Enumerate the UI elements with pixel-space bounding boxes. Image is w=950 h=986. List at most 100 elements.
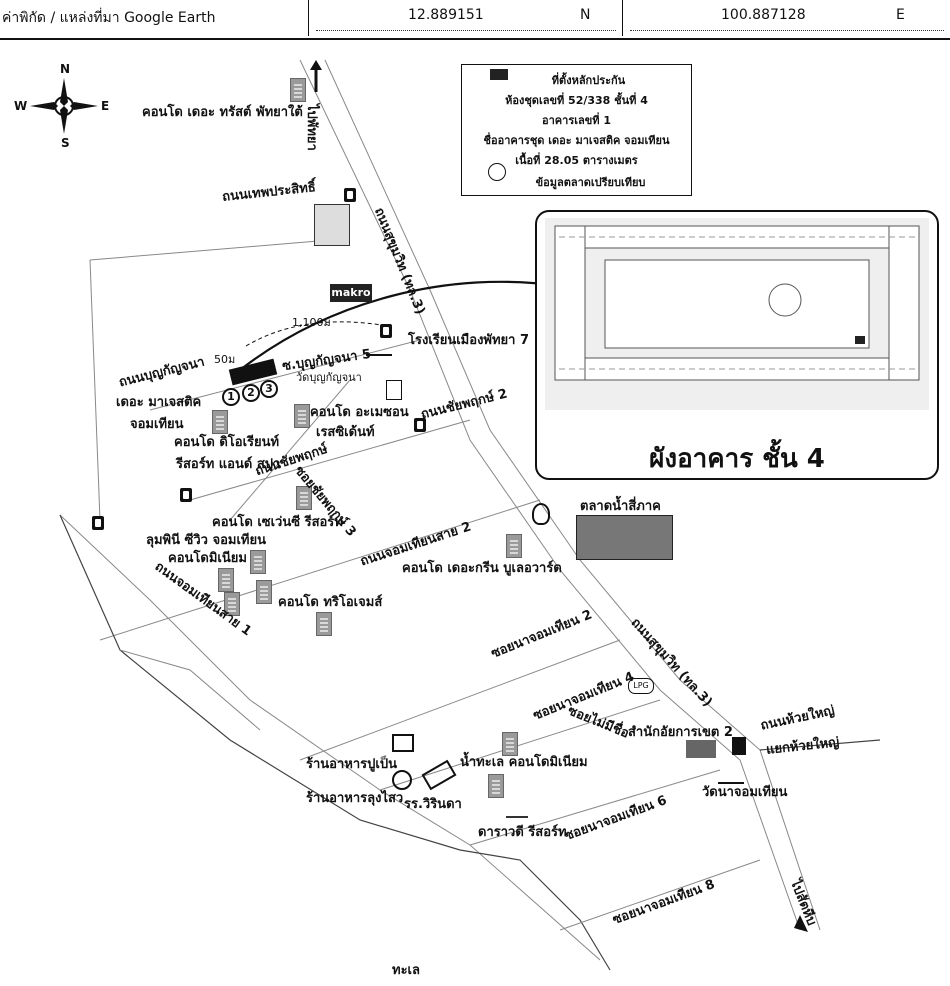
legend-line-5: เนื้อที่ 28.05 ตารางเมตร bbox=[515, 154, 638, 167]
latitude-value: 12.889151 bbox=[408, 7, 484, 23]
boonkanjana-road bbox=[149, 339, 421, 411]
marker-1: 1 bbox=[222, 388, 240, 406]
namthale-building-icon-2 bbox=[488, 774, 504, 798]
restaurant-icon bbox=[392, 734, 414, 752]
dara-resort-icon bbox=[506, 804, 528, 818]
latitude-cell: 12.889151 N bbox=[310, 0, 623, 36]
label-namthale: น้ำทะเล คอนโดมิเนียม bbox=[460, 755, 588, 770]
compass-west: W bbox=[14, 99, 28, 113]
floor-plan-drawing bbox=[545, 218, 929, 410]
coordinate-header: ค่าพิกัด / แหล่งที่มา Google Earth 12.88… bbox=[0, 0, 950, 40]
longitude-value: 100.887128 bbox=[721, 7, 806, 23]
marker-3: 3 bbox=[260, 380, 278, 398]
condo-trust-building-icon bbox=[290, 78, 306, 102]
compass-north: N bbox=[60, 62, 71, 76]
marker-2: 2 bbox=[242, 384, 260, 402]
label-condo-trust: คอนโด เดอะ ทรัสต์ พัทยาใต้ bbox=[142, 105, 303, 120]
latitude-dotted-line bbox=[316, 30, 616, 31]
compass-icon bbox=[30, 78, 98, 134]
road-sign-icon-5 bbox=[92, 516, 104, 530]
label-dist-50: 50ม bbox=[214, 353, 236, 366]
label-condo-minium: คอนโดมิเนียม bbox=[168, 551, 247, 566]
compass-south: S bbox=[61, 136, 70, 150]
condo-dior-building-icon bbox=[212, 410, 228, 434]
soi-na-jomtien-6-road bbox=[469, 769, 721, 846]
property-location-block bbox=[228, 358, 278, 386]
chaiyapruek-soi bbox=[229, 379, 351, 521]
label-district-office: สำนักอัยการเขต 2 bbox=[628, 725, 733, 740]
label-jomtien: จอมเทียน bbox=[130, 417, 184, 432]
district-sign-icon bbox=[732, 737, 746, 755]
coastline bbox=[59, 514, 611, 971]
header-title-cell: ค่าพิกัด / แหล่งที่มา Google Earth bbox=[0, 0, 309, 36]
road-sign-icon-3 bbox=[414, 418, 426, 432]
west-road bbox=[89, 259, 101, 521]
compass-east: E bbox=[101, 99, 110, 113]
collateral-location-swatch bbox=[490, 69, 508, 80]
label-wat-na-jomtien: วัดนาจอมเทียน bbox=[702, 785, 788, 800]
to-pattaya-arrowhead bbox=[310, 60, 322, 70]
to-sattahip-arrowhead bbox=[794, 915, 808, 932]
legend-line-2: ห้องชุดเลขที่ 52/338 ชั้นที่ 4 bbox=[505, 94, 648, 107]
label-condo-dior: คอนโด ดิโอเรียนท์ bbox=[174, 435, 280, 450]
condo-minium-building-icon bbox=[218, 568, 234, 592]
road-sign-icon-4 bbox=[180, 488, 192, 502]
label-sea: ทะเล bbox=[392, 963, 420, 978]
road-network bbox=[59, 59, 881, 971]
lpg-station-icon: LPG bbox=[628, 678, 654, 694]
floor-plan-title: ผังอาคาร ชั้น 4 bbox=[649, 444, 825, 474]
coastal-road bbox=[119, 649, 261, 731]
restaurant-icon-2 bbox=[392, 770, 412, 790]
label-condo-amazon: คอนโด อะเมซอน bbox=[310, 405, 409, 420]
label-market: ตลาดน้ำสี่ภาค bbox=[580, 499, 661, 514]
sukhumvit-road bbox=[299, 59, 801, 931]
floor-plan-inset: ผังอาคาร ชั้น 4 bbox=[535, 210, 939, 480]
label-lumpini: ลุมพินี ซีวิว จอมเทียน bbox=[146, 533, 266, 548]
chaiyapruek-road bbox=[189, 419, 471, 501]
thep-prasit-road bbox=[89, 239, 331, 261]
school-icon bbox=[366, 336, 392, 356]
green-boulevard-building-icon bbox=[506, 534, 522, 558]
distance-arrow bbox=[245, 321, 389, 347]
soi-na-jomtien-8-road bbox=[559, 859, 761, 931]
namthale-building-icon bbox=[502, 732, 518, 756]
lumpini-building-icon bbox=[250, 550, 266, 574]
condo-amazon-building-icon bbox=[294, 404, 310, 428]
longitude-direction: E bbox=[896, 7, 905, 23]
market-landmark-icon bbox=[532, 503, 550, 525]
label-restaurant-2: ร้านอาหารลุงไสว bbox=[306, 791, 404, 806]
store-logo-icon bbox=[314, 204, 350, 246]
seven-seas-building-icon bbox=[296, 486, 312, 510]
district-office-icon bbox=[686, 740, 716, 758]
legend-line-1: ที่ตั้งหลักประกัน bbox=[551, 74, 626, 87]
label-resort-spa: รีสอร์ท แอนด์ สปา bbox=[176, 457, 281, 472]
comparison-circle-icon bbox=[488, 163, 506, 181]
label-trio-gems: คอนโด ทริโอเจมส์ bbox=[278, 595, 383, 610]
condo-minium-building-icon-2 bbox=[256, 580, 272, 604]
soi-na-jomtien-2-road bbox=[299, 639, 621, 761]
legend-circle-note: ข้อมูลตลาดเปรียบเทียบ bbox=[535, 176, 646, 189]
label-the-majestic: เดอะ มาเจสติค bbox=[116, 395, 202, 410]
label-residence: เรสซิเด้นท์ bbox=[316, 425, 375, 440]
wat-na-jomtien-icon bbox=[718, 766, 744, 784]
inset-leader-line bbox=[239, 280, 561, 371]
label-restaurant-1: ร้านอาหารปูเป็น bbox=[306, 757, 397, 772]
condo-minium-building-icon-3 bbox=[224, 592, 240, 616]
coordinate-source-label: ค่าพิกัด / แหล่งที่มา Google Earth bbox=[2, 10, 216, 26]
soi-na-jomtien-4-road bbox=[379, 699, 661, 791]
label-school: โรงเรียนเมืองพัทยา 7 bbox=[408, 333, 530, 348]
floating-market-photo bbox=[576, 515, 673, 560]
trio-gems-building-icon bbox=[316, 612, 332, 636]
longitude-cell: 100.887128 E bbox=[624, 0, 950, 36]
label-to-pattaya: ไปพัทยา bbox=[304, 104, 319, 151]
temple-icon bbox=[386, 380, 402, 400]
longitude-dotted-line bbox=[630, 30, 944, 31]
huai-yai-road bbox=[759, 739, 881, 751]
legend-line-3: อาคารเลขที่ 1 bbox=[542, 114, 611, 127]
road-sign-icon-2 bbox=[380, 324, 392, 338]
compass-rose: N S W E bbox=[14, 62, 114, 150]
makro-logo: makro bbox=[330, 284, 372, 302]
latitude-direction: N bbox=[580, 7, 591, 23]
legend-line-4: ชื่ออาคารชุด เดอะ มาเจสติค จอมเทียน bbox=[483, 134, 670, 147]
label-distance: 1,100ม bbox=[292, 316, 331, 329]
